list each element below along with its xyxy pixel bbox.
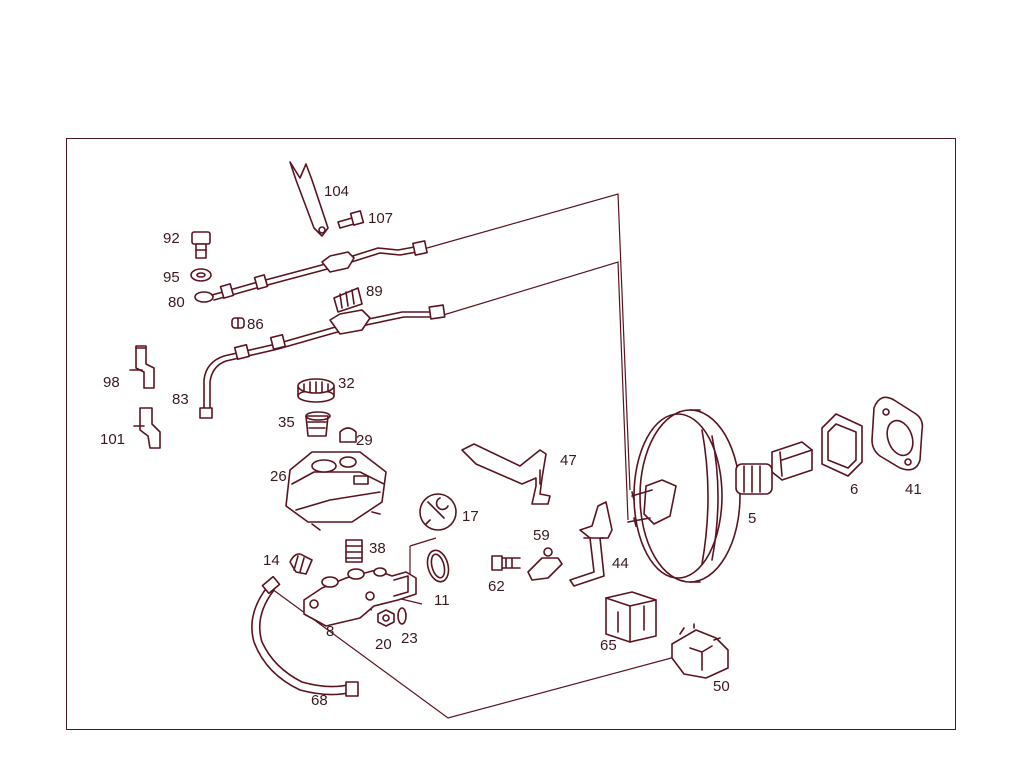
label-104: 104 bbox=[324, 183, 349, 200]
leader-lines bbox=[267, 193, 676, 719]
label-6: 6 bbox=[850, 481, 858, 498]
label-32: 32 bbox=[338, 375, 355, 392]
label-65: 65 bbox=[600, 637, 617, 654]
label-8: 8 bbox=[326, 623, 334, 640]
label-20: 20 bbox=[375, 636, 392, 653]
label-107: 107 bbox=[368, 210, 393, 227]
part-labels: 104 107 92 95 80 89 86 98 83 101 32 35 2… bbox=[100, 183, 922, 709]
part-80-upper-brake-line bbox=[194, 240, 428, 303]
label-11: 11 bbox=[434, 592, 450, 609]
label-95: 95 bbox=[163, 269, 180, 286]
part-5-brake-booster bbox=[627, 409, 813, 583]
label-59: 59 bbox=[533, 527, 550, 544]
label-101: 101 bbox=[100, 431, 125, 448]
label-5: 5 bbox=[748, 510, 756, 527]
label-35: 35 bbox=[278, 414, 295, 431]
part-107-screw bbox=[337, 210, 365, 229]
part-98-fitting bbox=[129, 345, 155, 389]
part-35-strainer bbox=[305, 411, 331, 437]
part-83-lower-brake-line bbox=[199, 304, 446, 419]
label-41: 41 bbox=[905, 481, 922, 498]
label-50: 50 bbox=[713, 678, 730, 695]
label-23: 23 bbox=[401, 630, 418, 647]
part-23-washer bbox=[397, 607, 407, 625]
part-26-reservoir bbox=[285, 451, 387, 531]
label-80: 80 bbox=[168, 294, 185, 311]
label-89: 89 bbox=[366, 283, 383, 300]
part-89-boot bbox=[333, 287, 363, 313]
part-29-plug bbox=[339, 427, 357, 443]
label-47: 47 bbox=[560, 452, 577, 469]
label-86: 86 bbox=[247, 316, 264, 333]
part-65-sensor bbox=[605, 591, 657, 643]
part-101-fitting bbox=[133, 407, 161, 449]
label-83: 83 bbox=[172, 391, 189, 408]
label-38: 38 bbox=[369, 540, 386, 557]
label-17: 17 bbox=[462, 508, 479, 525]
part-11-seal bbox=[426, 549, 450, 583]
part-32-cap bbox=[297, 378, 335, 403]
part-6-gasket bbox=[821, 413, 863, 477]
part-47-bracket bbox=[461, 443, 551, 505]
part-59-clip bbox=[527, 547, 563, 581]
label-68: 68 bbox=[311, 692, 328, 709]
part-20-nut bbox=[377, 609, 395, 627]
part-14-plug bbox=[289, 553, 313, 575]
part-68-hose bbox=[251, 575, 359, 697]
label-29: 29 bbox=[356, 432, 373, 449]
part-62-bolt bbox=[491, 555, 521, 571]
diagram-frame bbox=[66, 138, 956, 730]
part-50-pump bbox=[671, 623, 729, 679]
part-41-flange bbox=[871, 396, 924, 471]
part-86-grommet bbox=[231, 317, 245, 329]
label-44: 44 bbox=[612, 555, 629, 572]
part-92-bolt bbox=[191, 231, 211, 259]
part-17-repair-kit-icon bbox=[419, 493, 457, 531]
part-44-bracket bbox=[569, 501, 613, 587]
part-8-master-cylinder bbox=[303, 567, 417, 627]
label-14: 14 bbox=[263, 552, 280, 569]
label-92: 92 bbox=[163, 230, 180, 247]
label-26: 26 bbox=[270, 468, 287, 485]
label-98: 98 bbox=[103, 374, 120, 391]
part-38-plug bbox=[345, 539, 363, 563]
label-62: 62 bbox=[488, 578, 505, 595]
part-95-washer bbox=[190, 268, 212, 282]
part-104-bracket bbox=[289, 161, 329, 237]
